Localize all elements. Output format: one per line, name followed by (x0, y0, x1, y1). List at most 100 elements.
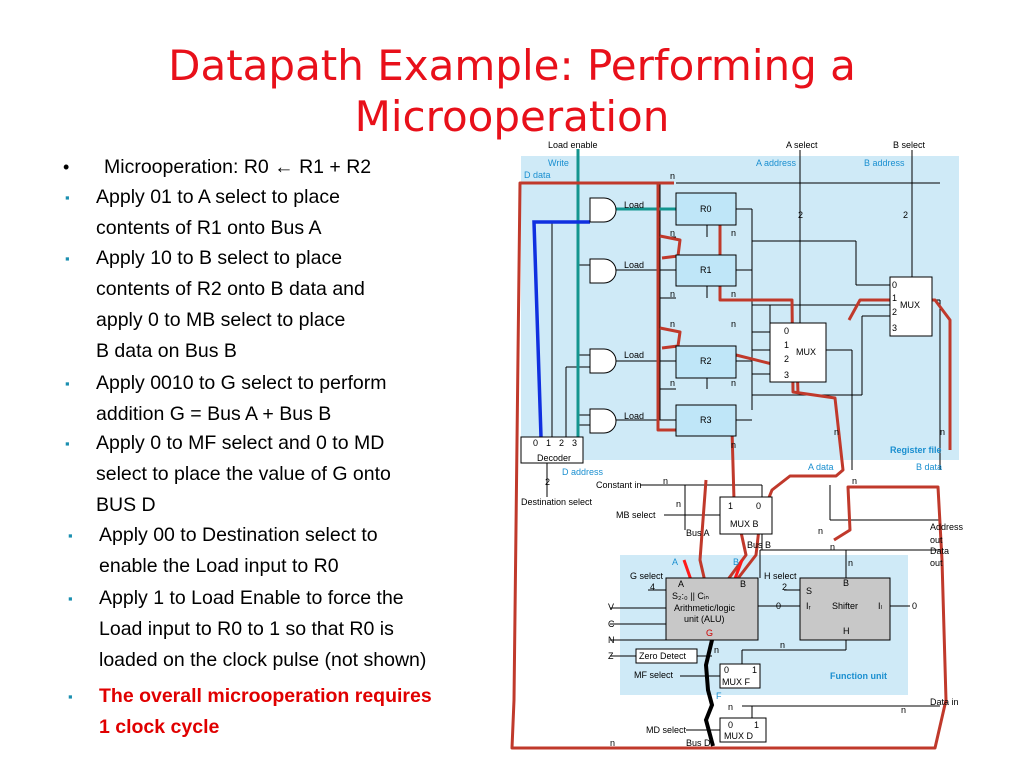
bullet-line: select to place the value of G onto (96, 463, 391, 485)
shifter-ir-input: 0 (776, 601, 781, 611)
slide-title-line-1: Datapath Example: Performing a (168, 41, 856, 90)
n-label: n (901, 705, 906, 715)
r2-label: R2 (700, 356, 712, 366)
alu-label: unit (ALU) (684, 614, 725, 624)
bus-b-label: Bus B (747, 540, 771, 550)
n-label: n (848, 558, 853, 568)
mux-b-input: 1 (892, 293, 897, 303)
load-label: Load (624, 411, 644, 421)
mux-d-input: 1 (754, 720, 759, 730)
and-gates (589, 197, 617, 434)
bullet-line: 1 clock cycle (99, 716, 220, 738)
write-label: Write (548, 158, 569, 168)
register-r2 (675, 345, 737, 379)
n-label: n (670, 319, 675, 329)
n-label: n (830, 542, 835, 552)
n-label: n (731, 289, 736, 299)
shifter-s-label: S (806, 586, 812, 596)
shifter-ir-label: Iᵣ (806, 601, 811, 611)
mux-f-input: 1 (752, 665, 757, 675)
mux-d-box (719, 717, 767, 743)
b-select-width: 2 (903, 210, 908, 220)
load-enable-label: Load enable (548, 140, 598, 150)
slide-title-line-2: Microoperation (354, 92, 670, 141)
r1-label: R1 (700, 265, 712, 275)
bullet-line: B data on Bus B (96, 340, 237, 362)
and-gate-r2 (589, 348, 617, 374)
bullet-line: apply 0 to MB select to place (96, 309, 346, 331)
n-label: n (731, 319, 736, 329)
active-paths (532, 149, 676, 438)
bullet-line: Apply 0 to MF select and 0 to MD (96, 432, 385, 454)
flag-c: C (608, 619, 615, 629)
alu-g-output: G (706, 628, 713, 638)
bullet-line: Apply 00 to Destination select to (99, 524, 378, 546)
alu-control-label: S₂:₀ || Cᵢₙ (672, 591, 709, 601)
n-label: n (852, 476, 857, 486)
bullet-line: Apply 01 to A select to place (96, 186, 340, 208)
mux-d-input: 0 (728, 720, 733, 730)
bullet-line: Apply 10 to B select to place (96, 247, 343, 269)
result-path (703, 639, 715, 747)
mux-a-input: 3 (784, 370, 789, 380)
decoder-input: 3 (572, 438, 577, 448)
load-label: Load (624, 200, 644, 210)
shifter-il-input: 0 (912, 601, 917, 611)
address-out-label: Address (930, 522, 964, 532)
b-address-label: B address (864, 158, 905, 168)
n-label: n (610, 738, 615, 748)
bullet-marker: ▪ (65, 251, 70, 266)
bullet-marker: ▪ (65, 376, 70, 391)
bullet-marker: ▪ (68, 591, 73, 606)
bullet-line: addition G = Bus A + Bus B (96, 403, 332, 425)
b-data-label: B data (916, 462, 942, 472)
bullet-line: loaded on the clock pulse (not shown) (99, 649, 427, 671)
bullet-line: Microoperation: R0 ← R1 + R2 (104, 156, 372, 178)
n-label: n (663, 476, 668, 486)
mux-b-select (889, 276, 933, 337)
load-label: Load (624, 260, 644, 270)
mux-f-input: 0 (724, 665, 729, 675)
mux-f-output: F (716, 691, 722, 701)
bus-d-label: Bus D (686, 738, 711, 748)
md-select-label: MD select (646, 725, 687, 735)
d-address-label: D address (562, 467, 604, 477)
n-label: n (834, 427, 839, 437)
flag-v: V (608, 602, 614, 612)
data-in-label: Data in (930, 697, 959, 707)
a-address-label: A address (756, 158, 797, 168)
shifter-h-output: H (843, 626, 850, 636)
address-out-label: out (930, 535, 943, 545)
destination-width: 2 (545, 477, 550, 487)
bus-a-tag: A (672, 557, 678, 567)
mf-select-label: MF select (634, 670, 674, 680)
zero-detect-box (635, 648, 698, 664)
bullet-line: Apply 0010 to G select to perform (96, 372, 387, 394)
bullet-line: Load input to R0 to 1 so that R0 is (99, 618, 394, 640)
shifter-box (799, 577, 891, 641)
shifter-label: Shifter (832, 601, 858, 611)
n-label: n (940, 427, 945, 437)
n-label: n (670, 378, 675, 388)
bullet-line: enable the Load input to R0 (99, 555, 339, 577)
mux-a-input: 1 (784, 340, 789, 350)
a-select-width: 2 (798, 210, 803, 220)
zero-detect-label: Zero Detect (639, 651, 687, 661)
register-file-label: Register file (890, 445, 942, 455)
bullet-line: contents of R1 onto Bus A (96, 217, 322, 239)
n-label: n (714, 645, 719, 655)
bullet-marker: ▪ (68, 689, 73, 704)
mux-a-input: 0 (784, 326, 789, 336)
mux-b-title: MUX B (730, 519, 759, 529)
shifter-b-input: B (843, 578, 849, 588)
r3-label: R3 (700, 415, 712, 425)
n-label: n (818, 526, 823, 536)
b-select-label: B select (893, 140, 926, 150)
mux-b-label: MUX (900, 300, 920, 310)
a-select-label: A select (786, 140, 818, 150)
mux-b-input: 1 (728, 501, 733, 511)
bullet-line: Apply 1 to Load Enable to force the (99, 587, 404, 609)
n-label: n (731, 378, 736, 388)
n-label: n (780, 640, 785, 650)
alu-box (665, 577, 759, 641)
